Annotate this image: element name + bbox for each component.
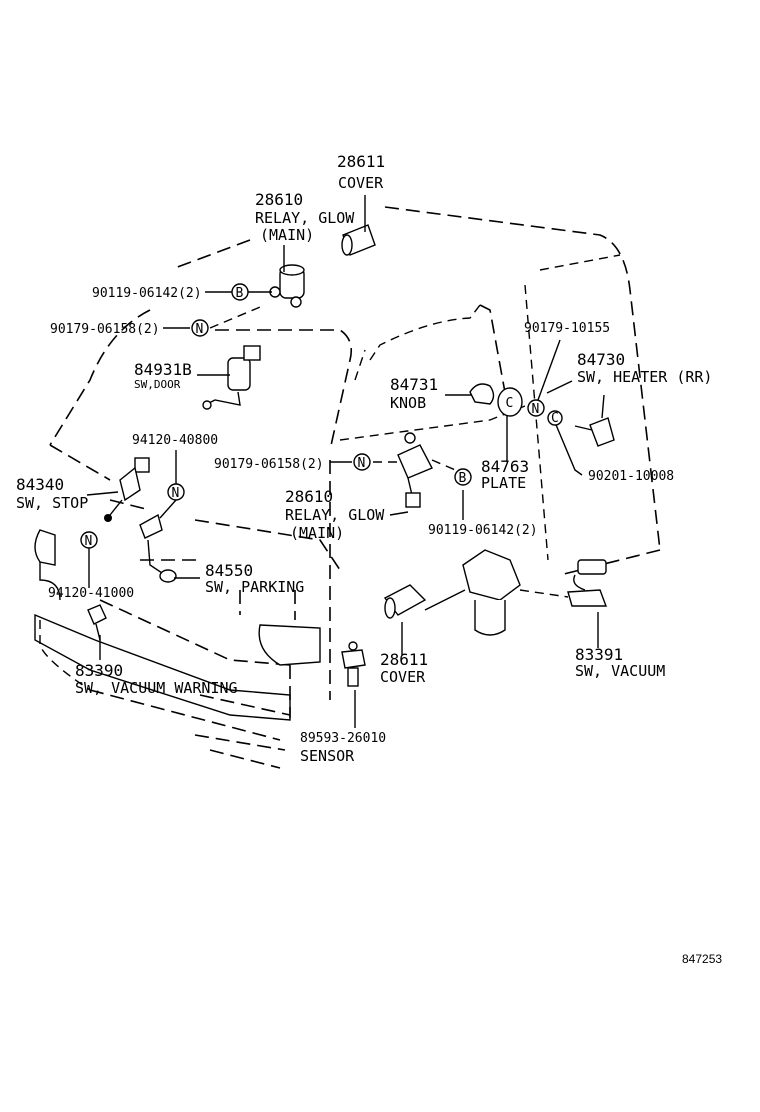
sw-door-part[interactable] [202, 345, 261, 410]
nut-94120a-symbol: N [172, 486, 180, 501]
nut-90179-part-no: 90179-10155 [524, 321, 610, 336]
bolt-top-symbol: B [236, 286, 244, 301]
cover-bottom-part[interactable] [383, 584, 427, 619]
callout-labels: 28611 COVER 28610 RELAY, GLOW (MAIN) 901… [16, 152, 722, 966]
knob-name: KNOB [390, 394, 426, 412]
plate-name: PLATE [481, 474, 526, 492]
sw-parking-name: SW, PARKING [205, 578, 304, 596]
sw-vacuum-part-no: 83391 [575, 645, 623, 664]
sensor-part-no: 89593-26010 [300, 731, 386, 746]
relay-mid-part-no: 28610 [285, 487, 333, 506]
cover-bottom-part-no: 28611 [380, 650, 428, 669]
knob-part[interactable] [469, 383, 495, 405]
screw-symbol: C [551, 411, 559, 426]
cover-top-part-no: 28611 [337, 152, 385, 171]
nut-top-part-no: 90179-06158(2) [50, 322, 160, 337]
plate-part[interactable] [497, 387, 523, 417]
knob-part-no: 84731 [390, 375, 438, 394]
sw-stop-part[interactable] [104, 457, 150, 522]
sw-vac-warn-part-no: 83390 [75, 661, 123, 680]
nut-90179-symbol: N [532, 402, 540, 417]
relay-mid-name: RELAY, GLOW [285, 506, 385, 524]
bolt-mid-part-no: 90119-06142(2) [428, 523, 538, 538]
relay-top-name2: (MAIN) [260, 226, 314, 244]
sw-stop-part-no: 84340 [16, 475, 64, 494]
sw-vacuum-part[interactable] [567, 559, 608, 607]
cover-top-name: COVER [338, 174, 384, 192]
sw-parking-part[interactable] [139, 513, 177, 583]
cover-top-part[interactable] [341, 224, 376, 256]
sw-vacuum-warning-part[interactable] [87, 604, 107, 641]
sw-door-part-no: 84931B [134, 360, 192, 379]
relay-top-name: RELAY, GLOW [255, 209, 355, 227]
sw-stop-name: SW, STOP [16, 494, 88, 512]
sw-heater-name: SW, HEATER (RR) [577, 368, 712, 386]
sw-heater-part[interactable] [574, 394, 615, 447]
sensor-part[interactable] [341, 641, 366, 687]
screw-part-no: 90201-10008 [588, 469, 674, 484]
nut-94120b-part-no: 94120-41000 [48, 586, 134, 601]
sw-vac-warn-name: SW, VACUUM WARNING [75, 679, 238, 697]
nut-mid-symbol: N [358, 456, 366, 471]
nut-94120b-symbol: N [85, 534, 93, 549]
nut-top-symbol: N [196, 322, 204, 337]
circled-symbols: B N N N N B N C C [80, 283, 563, 549]
nut-mid-part-no: 90179-06158(2) [214, 457, 324, 472]
nut-94120a-part-no: 94120-40800 [132, 433, 218, 448]
leader-lines [86, 195, 599, 728]
bolt-top-part-no: 90119-06142(2) [92, 286, 202, 301]
relay-mid-name2: (MAIN) [290, 524, 344, 542]
sw-heater-part-no: 84730 [577, 350, 625, 369]
cover-bottom-name: COVER [380, 668, 426, 686]
plate-symbol: C [506, 396, 514, 411]
bolt-mid-symbol: B [459, 471, 467, 486]
relay-glow-top-part[interactable] [269, 264, 305, 308]
vacuum-pump-part[interactable] [462, 549, 521, 636]
sw-parking-part-no: 84550 [205, 561, 253, 580]
sensor-name: SENSOR [300, 747, 355, 765]
relay-top-part-no: 28610 [255, 190, 303, 209]
fender-shape [34, 529, 321, 721]
plate-part-no: 84763 [481, 457, 529, 476]
diagram-ref-number: 847253 [682, 952, 722, 966]
relay-glow-mid-part[interactable] [397, 432, 433, 508]
sw-door-name: SW,DOOR [134, 378, 181, 391]
sw-vacuum-name: SW, VACUUM [575, 662, 665, 680]
